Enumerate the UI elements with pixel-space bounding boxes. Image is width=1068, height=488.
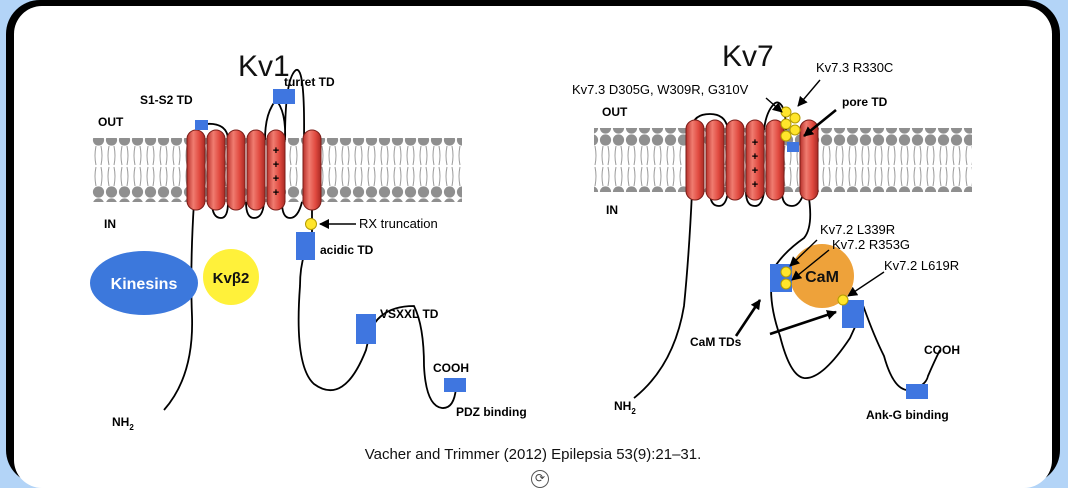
- kv7-helix-s4: [745, 119, 765, 201]
- kv7-cam-td-box-2: [842, 300, 864, 328]
- kv1-pdz-box: [444, 378, 466, 392]
- kvb2-circle: [203, 249, 259, 305]
- kv1-acidic-td-box: [296, 232, 315, 260]
- kv1-helix-s1: [186, 129, 206, 211]
- kv1-out-label: OUT: [98, 115, 124, 129]
- kv7-cam-tds-label: CaM TDs: [690, 335, 742, 349]
- kinesins-ellipse: [90, 251, 198, 315]
- kv7-l339r-mutation: [780, 266, 792, 278]
- kv1-in-label: IN: [104, 217, 116, 231]
- kv7-helix-s1: [685, 119, 705, 201]
- kv1-rx-truncation-label: RX truncation: [359, 216, 438, 231]
- kv7-s4-charges: + + + +: [752, 137, 758, 191]
- kv7-r353g-mutation: [780, 278, 792, 290]
- kv7-pore-mutations: [780, 106, 801, 142]
- kv7-ankg-binding-label: Ank-G binding: [866, 408, 949, 422]
- kv1-vsxxl-td-label: VSXXL TD: [380, 307, 439, 321]
- svg-text:+: +: [273, 173, 279, 185]
- kv1-n-terminus: [163, 201, 195, 411]
- kv7-mutation-l339r-label: Kv7.2 L339R: [820, 222, 895, 237]
- svg-text:+: +: [752, 179, 758, 191]
- cam-circle: [790, 244, 854, 308]
- citation: Vacher and Trimmer (2012) Epilepsia 53(9…: [364, 446, 702, 463]
- svg-text:+: +: [273, 159, 279, 171]
- kv7-helix-s2: [705, 119, 725, 201]
- kv1-helix-s4: [246, 129, 266, 211]
- kv7-ankg-box: [906, 384, 928, 399]
- diagram-panel: + + + + Kv1 OUT IN S1-S2 TD turret TD RX…: [14, 6, 1052, 488]
- svg-text:+: +: [273, 145, 279, 157]
- kv7-out-label: OUT: [602, 105, 628, 119]
- kv7-mutation-r330c-label: Kv7.3 R330C: [816, 60, 893, 75]
- kv1-helix-s6: [302, 129, 322, 211]
- svg-text:+: +: [752, 137, 758, 149]
- svg-text:+: +: [273, 187, 279, 199]
- kv1-turret-td-label: turret TD: [284, 75, 335, 89]
- kv1-vsxxl-td-box: [356, 314, 376, 344]
- kv7-helix-s5: [765, 119, 785, 201]
- kv7-helix-s3: [725, 119, 745, 201]
- kv7-diagram: + + + + Kv7 OU: [572, 40, 972, 422]
- reload-icon[interactable]: ⟳: [531, 470, 549, 488]
- kv1-diagram: + + + + Kv1 OUT IN S1-S2 TD turret TD RX…: [90, 50, 527, 432]
- kv7-pore-td-box: [787, 142, 799, 152]
- kv1-acidic-td-label: acidic TD: [320, 243, 374, 257]
- kv7-helix-s6: [799, 119, 819, 201]
- kv7-title: Kv7: [722, 40, 774, 73]
- svg-text:+: +: [752, 151, 758, 163]
- kv7-arrows: [734, 79, 885, 337]
- kv1-s1s2-td-box: [195, 120, 208, 130]
- kv7-in-label: IN: [606, 203, 618, 217]
- kv1-s1s2-td-label: S1-S2 TD: [140, 93, 193, 107]
- kv7-nh2-label: NH2: [614, 399, 636, 416]
- kv1-helix-s2: [206, 129, 226, 211]
- kv7-pore-td-label: pore TD: [842, 95, 888, 109]
- kv1-c-terminus: [297, 202, 457, 409]
- kv7-cooh-label: COOH: [924, 343, 960, 357]
- kv1-helix-s3: [226, 129, 246, 211]
- kv1-turret-td-box: [273, 89, 295, 104]
- kv1-nh2-label: NH2: [112, 415, 134, 432]
- kv1-helix-s5: [266, 129, 286, 211]
- channel-diagram: + + + + Kv1 OUT IN S1-S2 TD turret TD RX…: [90, 40, 972, 432]
- kv1-s5-charges: + + + +: [273, 145, 279, 199]
- kv7-mutation-l619r-label: Kv7.2 L619R: [884, 258, 959, 273]
- kvb2-label: Kvβ2: [213, 270, 250, 287]
- cam-label: CaM: [805, 269, 839, 286]
- kinesins-label: Kinesins: [111, 276, 178, 293]
- kv1-rx-mutation: [305, 218, 317, 230]
- kv7-n-terminus: [633, 191, 693, 399]
- kv1-title: Kv1: [238, 50, 290, 83]
- kv1-cooh-label: COOH: [433, 361, 469, 375]
- kv7-mutation-d305-label: Kv7.3 D305G, W309R, G310V: [572, 82, 749, 97]
- kv7-l619r-mutation: [837, 294, 849, 306]
- svg-text:+: +: [752, 165, 758, 177]
- kv1-pdz-binding-label: PDZ binding: [456, 405, 527, 419]
- kv7-mutation-r353g-label: Kv7.2 R353G: [832, 237, 910, 252]
